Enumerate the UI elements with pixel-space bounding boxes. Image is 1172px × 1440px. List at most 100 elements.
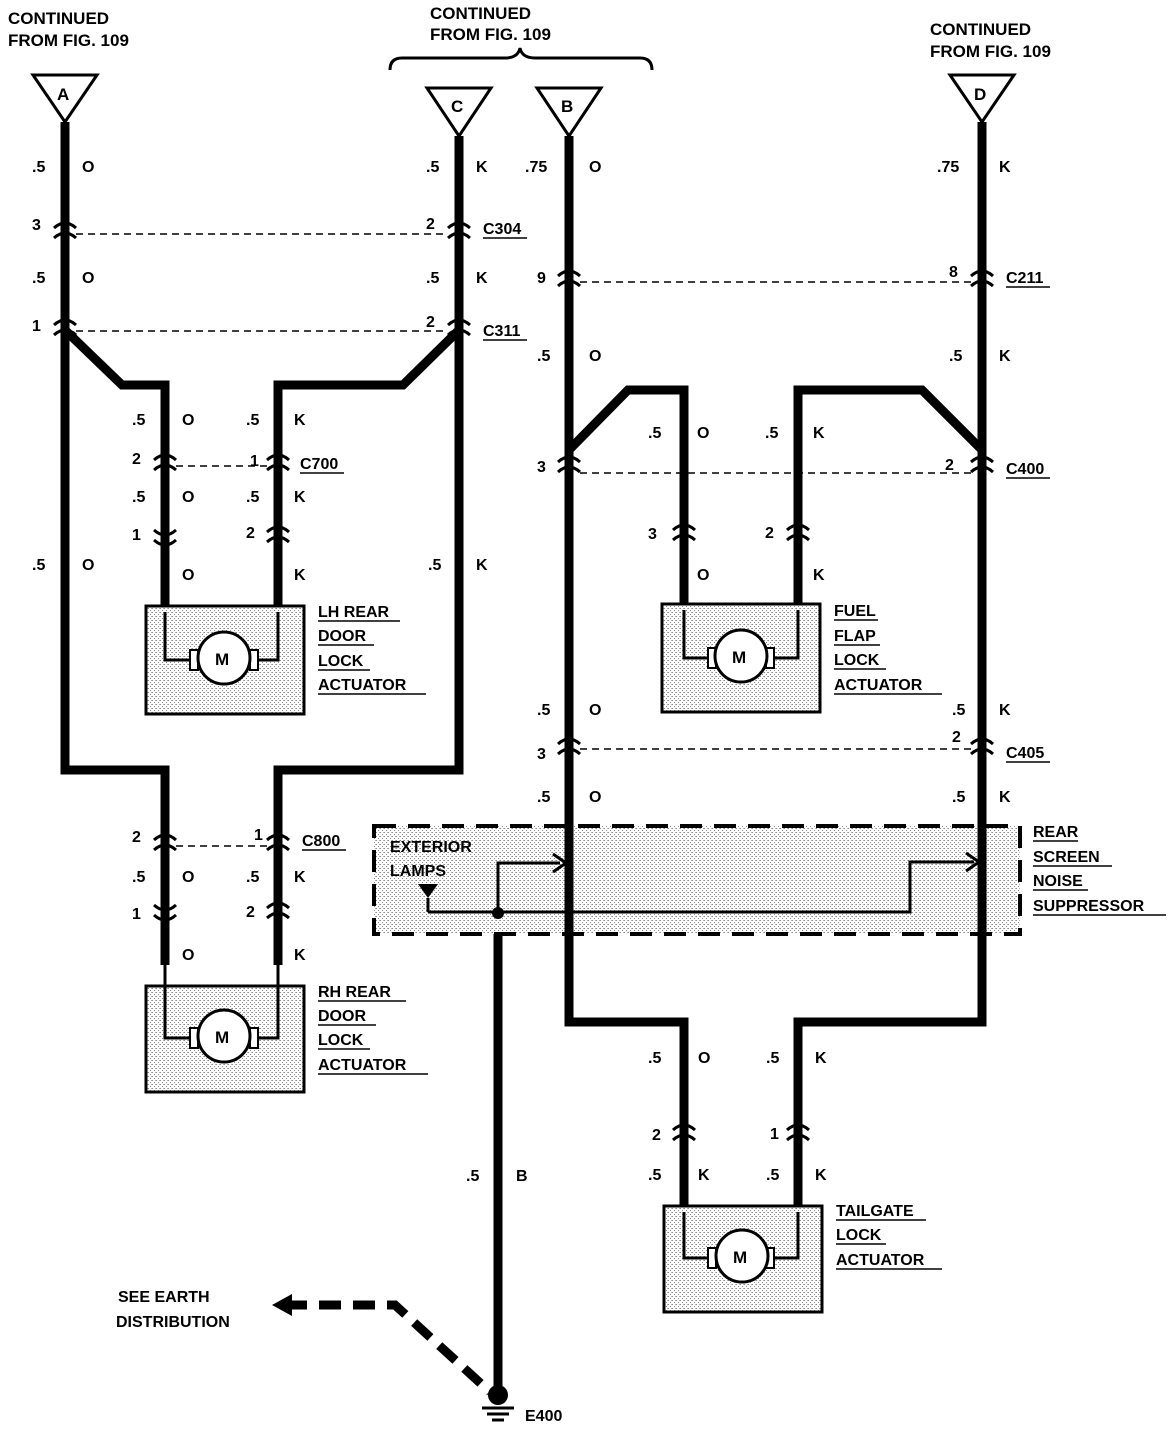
svg-text:O: O — [182, 567, 194, 584]
svg-text:.5: .5 — [426, 159, 439, 176]
svg-text:.5: .5 — [132, 869, 145, 886]
svg-text:O: O — [589, 159, 601, 176]
earth-dot — [488, 1385, 508, 1405]
svg-text:8: 8 — [949, 264, 958, 281]
fuel-flap-lock-actuator: M — [660, 602, 822, 714]
svg-text:1: 1 — [254, 827, 263, 844]
terminal-c: C — [424, 86, 494, 139]
noise-suppressor-label: REAR SCREEN NOISE SUPPRESSOR — [1033, 824, 1166, 916]
terminal-c-letter: C — [451, 97, 463, 116]
earth-distribution-label: SEE EARTH DISTRIBUTION — [116, 1289, 230, 1331]
svg-text:.5: .5 — [537, 702, 550, 719]
svg-text:LOCK: LOCK — [318, 653, 364, 670]
tailgate-lock-actuator: M — [662, 1204, 824, 1314]
svg-text:LOCK: LOCK — [836, 1227, 882, 1244]
motor-icon — [196, 630, 252, 686]
svg-text:K: K — [815, 1167, 827, 1184]
connector-c211: C211 — [1006, 270, 1043, 287]
svg-text:K: K — [476, 159, 488, 176]
motor-icon — [196, 1008, 252, 1064]
earth-symbol-icon — [482, 1406, 514, 1422]
svg-text:K: K — [999, 159, 1011, 176]
svg-text:O: O — [182, 869, 194, 886]
exterior-lamps-zone: EXTERIOR LAMPS — [372, 824, 1022, 936]
connector-c311: C311 — [483, 323, 520, 340]
svg-text:O: O — [589, 348, 601, 365]
wire-rh-o — [60, 330, 170, 965]
svg-text:.5: .5 — [949, 348, 962, 365]
rh-rear-label: RH REAR DOOR LOCK ACTUATOR — [318, 984, 428, 1075]
svg-text:.5: .5 — [32, 270, 45, 287]
terminal-d-letter: D — [974, 85, 986, 104]
svg-text:2: 2 — [246, 525, 255, 542]
heading-d-line2: FROM FIG. 109 — [930, 42, 1051, 61]
svg-text:1: 1 — [132, 906, 141, 923]
svg-text:DOOR: DOOR — [318, 1008, 366, 1025]
svg-text:O: O — [697, 425, 709, 442]
heading-a-line2: FROM FIG. 109 — [8, 31, 129, 50]
svg-text:ACTUATOR: ACTUATOR — [318, 1057, 407, 1074]
wire-ff-o — [565, 385, 689, 610]
connector-dashes — [76, 233, 971, 847]
svg-text:SEE EARTH: SEE EARTH — [118, 1289, 210, 1306]
heading-d: CONTINUED FROM FIG. 109 — [930, 20, 1051, 61]
wire-labels: .5 O .5 K .75 O .75 K .5 O .5 K .5 O .5 … — [32, 159, 1011, 1185]
svg-text:K: K — [476, 270, 488, 287]
wires — [60, 122, 987, 1422]
svg-text:B: B — [516, 1168, 528, 1185]
fuel-flap-label: FUEL FLAP LOCK ACTUATOR — [834, 603, 942, 695]
svg-text:.5: .5 — [246, 412, 259, 429]
svg-text:SCREEN: SCREEN — [1033, 849, 1100, 866]
svg-text:K: K — [294, 567, 306, 584]
svg-text:2: 2 — [952, 729, 961, 746]
svg-text:DISTRIBUTION: DISTRIBUTION — [116, 1314, 230, 1331]
exterior-label-1: EXTERIOR — [390, 839, 472, 856]
svg-text:3: 3 — [537, 746, 546, 763]
wire-lh-o — [61, 326, 170, 610]
lamp-triangle-icon — [418, 884, 438, 898]
svg-text:.5: .5 — [952, 789, 965, 806]
connector-c800: C800 — [302, 833, 340, 850]
wire-d-main — [793, 122, 987, 1210]
lh-rear-door-lock-actuator: M — [144, 604, 306, 716]
svg-text:O: O — [82, 557, 94, 574]
svg-text:2: 2 — [132, 451, 141, 468]
svg-text:2: 2 — [426, 216, 435, 233]
terminal-d: D — [947, 73, 1017, 125]
svg-text:3: 3 — [537, 459, 546, 476]
svg-text:.5: .5 — [648, 1050, 661, 1067]
heading-cb-line1: CONTINUED — [430, 4, 531, 23]
svg-text:.5: .5 — [132, 489, 145, 506]
svg-text:.5: .5 — [466, 1168, 479, 1185]
motor-label: M — [733, 1248, 747, 1267]
motor-label: M — [732, 648, 746, 667]
junction-dot — [492, 907, 504, 919]
terminal-a-letter: A — [57, 85, 69, 104]
heading-d-line1: CONTINUED — [930, 20, 1031, 39]
svg-text:.5: .5 — [132, 412, 145, 429]
svg-text:.75: .75 — [525, 159, 547, 176]
svg-text:.5: .5 — [32, 557, 45, 574]
motor-icon — [714, 1228, 770, 1284]
svg-text:O: O — [182, 489, 194, 506]
svg-text:K: K — [294, 869, 306, 886]
pin-numbers: 3 2 1 2 9 8 2 1 1 2 3 2 3 2 3 2 2 1 1 2 … — [32, 216, 961, 1144]
svg-text:.5: .5 — [648, 425, 661, 442]
svg-text:O: O — [589, 702, 601, 719]
svg-text:.75: .75 — [937, 159, 959, 176]
svg-text:SUPPRESSOR: SUPPRESSOR — [1033, 898, 1145, 915]
svg-text:K: K — [999, 348, 1011, 365]
svg-text:K: K — [813, 425, 825, 442]
svg-text:K: K — [999, 789, 1011, 806]
svg-text:.5: .5 — [32, 159, 45, 176]
svg-text:K: K — [698, 1167, 710, 1184]
svg-text:K: K — [294, 489, 306, 506]
connector-names: C304 C311 C211 C700 C400 C405 C800 E400 — [300, 221, 1050, 1425]
svg-text:O: O — [697, 567, 709, 584]
connector-marks — [52, 221, 995, 1142]
connector-c700: C700 — [300, 456, 338, 473]
svg-text:FLAP: FLAP — [834, 628, 876, 645]
heading-cb-line2: FROM FIG. 109 — [430, 25, 551, 44]
